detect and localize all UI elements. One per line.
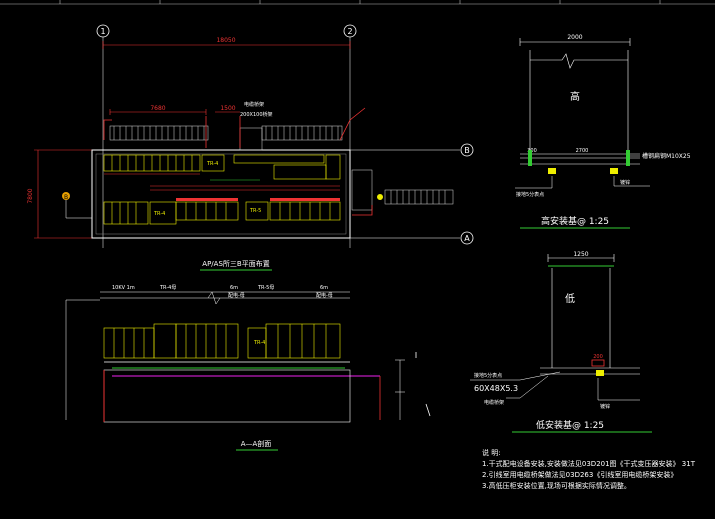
high-char: 高 (570, 90, 580, 103)
dim-height: 7800 (27, 188, 34, 203)
high-title: 高安装基@ 1:25 (541, 215, 609, 227)
axis-label-side: B (64, 194, 68, 201)
label-cable-tray2: 200X100桥架 (240, 111, 273, 118)
cabinet-row-bottom (103, 201, 341, 225)
sec-label-4: 配电-母 (228, 292, 245, 299)
top-cable-tray (109, 125, 343, 151)
high-base-detail: 2000 高 2700 300 槽钢扁钢M10X25 接地5分表点 镀锌 高安装… (515, 34, 691, 229)
notes-block: 说 明: 1.干式配电设备安装,安装做法见03D201图《干式变压器安装》 31… (482, 448, 712, 492)
high-dim-width: 2000 (567, 34, 582, 41)
axis-label-B: B (464, 146, 470, 155)
sec-label-1: 10KV 1m (112, 285, 135, 291)
note-3: 3.高低压柜安装位置,现场可根据实际情况调整。 (482, 482, 631, 490)
transformer-label-4: TR-4 (253, 340, 265, 346)
label-bolt-low: 镀锌 (600, 403, 610, 410)
side-tray (351, 169, 454, 211)
dim-short: 1500 (220, 105, 235, 112)
sec-label-7: 配电-母 (316, 292, 333, 299)
transformer-label-2: TR-5 (249, 208, 261, 214)
dim-overall-text: 18050 (216, 37, 235, 44)
label-angle-steel: 60X48X5.3 (474, 384, 518, 393)
transformer-label-1: TR-4 (206, 161, 218, 167)
sec-label-6: 6m (320, 285, 328, 291)
label-bolt-note: 镀锌 (620, 179, 630, 186)
sec-label-3: 6m (230, 285, 238, 291)
high-dim-inner: 2700 (576, 148, 589, 154)
axis-label-2: 2 (347, 27, 352, 36)
label-channel-steel: 槽钢扁钢M10X25 (642, 152, 691, 160)
sec-label-2: TR-4母 (159, 285, 176, 291)
transformer-label-3: TR-4 (153, 211, 165, 217)
cabinet-row-top (103, 154, 341, 180)
label-cable-tray-low2: 电缆桥架 (484, 399, 504, 406)
notes-title: 说 明: (482, 449, 501, 457)
axis-label-1: 1 (100, 27, 105, 36)
label-weld-note: 接地5分表点 (516, 191, 544, 198)
section-title: A—A剖面 (241, 439, 272, 448)
low-title: 低安装基@ 1:25 (536, 419, 604, 431)
top-frame (0, 0, 715, 5)
axis-label-A: A (464, 234, 470, 243)
low-dim-width: 1250 (573, 251, 588, 258)
low-char: 低 (565, 292, 575, 305)
note-2: 2.引线室用电缆桥架做法见03D263《引线室用电缆桥架安装》 (482, 471, 678, 479)
axis-bubble-B (460, 143, 474, 157)
label-cable-tray-low: 接地5分表点 (474, 372, 502, 379)
axis-bubble-side (62, 192, 70, 200)
dim-overall (102, 41, 351, 49)
low-dim-small: 200 (593, 354, 603, 360)
label-cable-tray: 电缆桥架 (244, 101, 264, 108)
plan-view: 1 2 B A B 18050 7680 1500 (27, 24, 474, 271)
axis-bubble-A (460, 231, 474, 245)
sec-label-5: TR-5母 (257, 285, 274, 291)
section-cabinets (103, 323, 341, 359)
note-1: 1.干式配电设备安装,安装做法见03D201图《干式变压器安装》 31T (482, 460, 695, 468)
low-base-detail: 1250 低 200 接地5分表点 60X48X5.3 电缆桥架 镀锌 低安装基… (470, 251, 652, 433)
dim-left-width: 7680 (150, 105, 165, 112)
plan-title: AP/AS所三B平面布置 (202, 259, 269, 268)
room-outline (91, 149, 351, 239)
cable-trench (103, 369, 351, 423)
section-view: 10KV 1m TR-4母 6m 配电-母 TR-5母 6m 配电-母 TR-4 (65, 285, 431, 451)
